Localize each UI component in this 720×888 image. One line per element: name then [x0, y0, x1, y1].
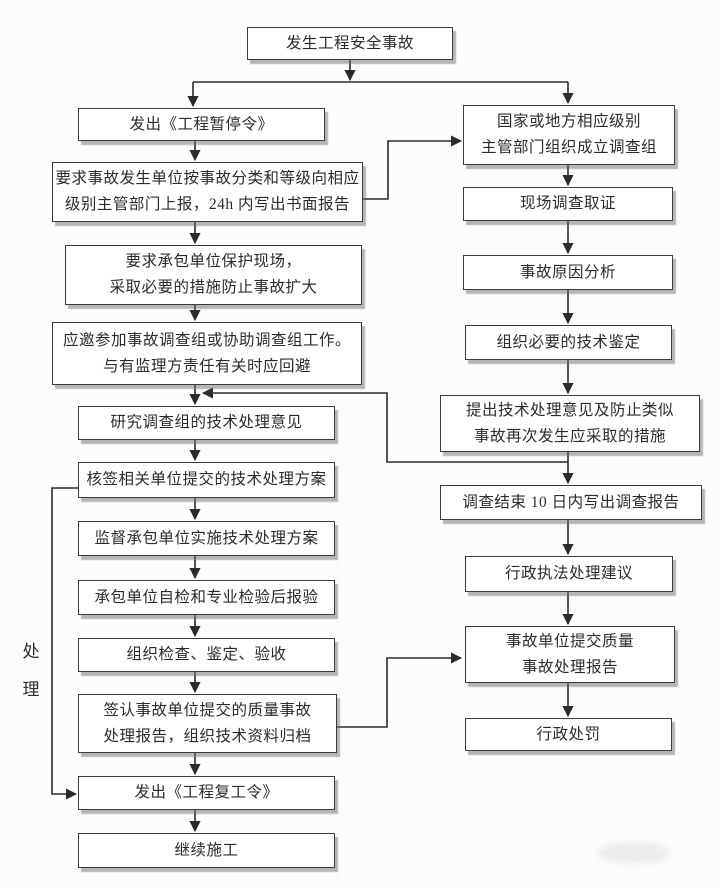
node-unit-submit-quality-report: 事故单位提交质量 事故处理报告 — [465, 626, 675, 683]
node-accident-occurs: 发生工程安全事故 — [247, 27, 453, 60]
node-study-technical-opinions: 研究调查组的技术处理意见 — [78, 406, 335, 440]
node-cause-analysis: 事故原因分析 — [463, 255, 673, 290]
handling-phase-label: 处 理 — [22, 642, 40, 699]
node-report-to-authorities-24h: 要求事故发生单位按事故分类和等级向相应 级别主管部门上报，24h 内写出书面报告 — [52, 162, 363, 222]
edge-l6-bypass-l11 — [51, 487, 78, 800]
node-organize-inspection-acceptance: 组织检查、鉴定、验收 — [78, 638, 335, 672]
node-administrative-penalty: 行政处罚 — [465, 718, 672, 751]
node-continue-construction: 继续施工 — [78, 833, 335, 868]
node-issue-resumption-order: 发出《工程复工令》 — [78, 776, 335, 810]
node-issue-suspension-order: 发出《工程暂停令》 — [78, 108, 325, 141]
node-countersign-accident-report-archive: 签认事故单位提交的质量事故 处理报告，组织技术资料归档 — [78, 694, 337, 753]
edge-l10-r8 — [337, 652, 463, 728]
node-administrative-enforcement-suggestion: 行政执法处理建议 — [465, 556, 673, 592]
node-investigation-report-10days: 调查结束 10 日内写出调查报告 — [440, 485, 702, 520]
node-site-investigation: 现场调查取证 — [463, 187, 673, 221]
watermark-smudge — [598, 842, 670, 864]
node-authority-investigation-team: 国家或地方相应级别 主管部门组织成立调查组 — [463, 105, 675, 165]
node-technical-appraisal: 组织必要的技术鉴定 — [465, 325, 672, 360]
node-contractor-protect-site: 要求承包单位保护现场， 采取必要的措施防止事故扩大 — [65, 245, 362, 305]
node-join-investigation-team: 应邀参加事故调查组或协助调查组工作。 与有监理方责任有关时应回避 — [52, 322, 362, 385]
node-contractor-self-inspection: 承包单位自检和专业检验后报验 — [78, 580, 335, 615]
edge-r5-l5 — [201, 387, 568, 463]
node-supervise-plan-implementation: 监督承包单位实施技术处理方案 — [78, 521, 335, 556]
node-propose-technical-measures: 提出技术处理意见及防止类似 事故再次发生应采取的措施 — [440, 395, 700, 452]
edge-l2-r1 — [362, 135, 463, 200]
node-countersign-technical-plan: 核签相关单位提交的技术处理方案 — [78, 462, 335, 498]
